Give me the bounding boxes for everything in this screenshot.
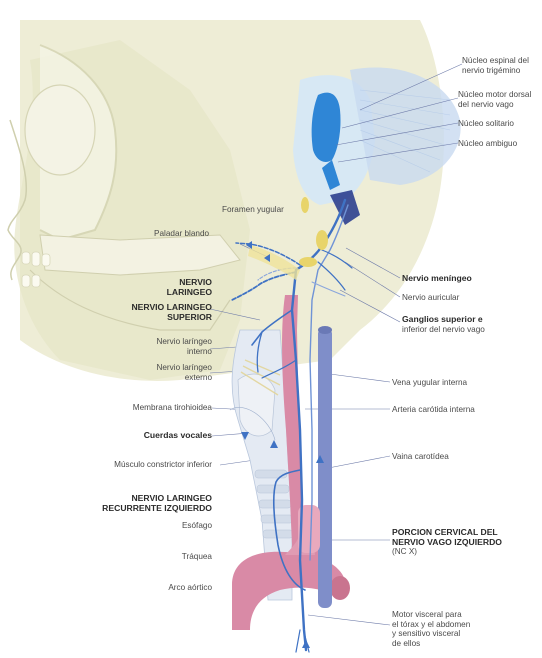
label-arteria-carotida: Arteria carótida interna bbox=[392, 405, 475, 415]
label-line: (NC X) bbox=[392, 547, 502, 557]
label-musculo-constrictor: Músculo constrictor inferior bbox=[114, 460, 212, 470]
label-line: Vena yugular interna bbox=[392, 378, 467, 388]
label-line: Esófago bbox=[182, 521, 212, 531]
label-line: Cuerdas vocales bbox=[144, 431, 212, 441]
label-foramen-yugular: Foramen yugular bbox=[222, 205, 284, 215]
label-line: interno bbox=[156, 347, 212, 357]
label-line: nervio trigémino bbox=[462, 66, 529, 76]
label-line: Tráquea bbox=[182, 552, 212, 562]
label-nucleo-ambiguo: Núcleo ambiguo bbox=[458, 139, 517, 149]
label-nervio-auricular: Nervio auricular bbox=[402, 293, 459, 303]
label-nervio-meningeo: Nervio meníngeo bbox=[402, 274, 472, 284]
label-line: RECURRENTE IZQUIERDO bbox=[102, 504, 212, 514]
label-nucleo-motor: Núcleo motor dorsal del nervio vago bbox=[458, 90, 531, 109]
label-nucleo-solitario: Núcleo solitario bbox=[458, 119, 514, 129]
label-cuerdas-vocales: Cuerdas vocales bbox=[144, 431, 212, 441]
label-line: Músculo constrictor inferior bbox=[114, 460, 212, 470]
label-nervio-laringeo-interno: Nervio laríngeo interno bbox=[156, 337, 212, 356]
label-line: Nervio laríngeo bbox=[156, 337, 212, 347]
label-line: Motor visceral para bbox=[392, 610, 470, 620]
label-line: externo bbox=[156, 373, 212, 383]
label-line: de ellos bbox=[392, 639, 470, 649]
label-esofago: Esófago bbox=[182, 521, 212, 531]
label-nervio-laringeo-superior: NERVIO LARINGEO SUPERIOR bbox=[131, 303, 212, 322]
label-nervio-laringeo: NERVIO LARINGEO bbox=[167, 278, 212, 297]
label-line: Membrana tirohioidea bbox=[133, 403, 212, 413]
label-line: Nervio laríngeo bbox=[156, 363, 212, 373]
label-porcion-cervical: PORCION CERVICAL DEL NERVIO VAGO IZQUIER… bbox=[392, 528, 502, 557]
label-line: Núcleo solitario bbox=[458, 119, 514, 129]
label-line: y sensitivo visceral bbox=[392, 629, 470, 639]
label-line: Núcleo ambiguo bbox=[458, 139, 517, 149]
label-arco-aortico: Arco aórtico bbox=[168, 583, 212, 593]
internal-jugular-vein bbox=[318, 326, 332, 608]
label-line: Nervio meníngeo bbox=[402, 274, 472, 284]
label-vaina-carotidea: Vaina carotídea bbox=[392, 452, 449, 462]
label-ganglios: Ganglios superior e inferior del nervio … bbox=[402, 315, 485, 334]
label-traquea: Tráquea bbox=[182, 552, 212, 562]
label-membrana-tirohioidea: Membrana tirohioidea bbox=[133, 403, 212, 413]
label-vena-yugular: Vena yugular interna bbox=[392, 378, 467, 388]
label-motor-visceral: Motor visceral para el tórax y el abdome… bbox=[392, 610, 470, 648]
label-line: Núcleo espinal del bbox=[462, 56, 529, 66]
label-line: Nervio auricular bbox=[402, 293, 459, 303]
label-line: Foramen yugular bbox=[222, 205, 284, 215]
label-line: inferior del nervio vago bbox=[402, 325, 485, 335]
label-line: Arteria carótida interna bbox=[392, 405, 475, 415]
label-line: Arco aórtico bbox=[168, 583, 212, 593]
label-line: del nervio vago bbox=[458, 100, 531, 110]
label-line: Ganglios superior e bbox=[402, 315, 485, 325]
label-line: SUPERIOR bbox=[131, 313, 212, 323]
label-line: LARINGEO bbox=[167, 288, 212, 298]
label-line: NERVIO VAGO IZQUIERDO bbox=[392, 538, 502, 548]
label-line: Vaina carotídea bbox=[392, 452, 449, 462]
label-line: el tórax y el abdomen bbox=[392, 620, 470, 630]
label-nucleo-espinal: Núcleo espinal del nervio trigémino bbox=[462, 56, 529, 75]
label-paladar-blando: Paladar blando bbox=[154, 229, 209, 239]
label-line: Paladar blando bbox=[154, 229, 209, 239]
label-line: Núcleo motor dorsal bbox=[458, 90, 531, 100]
label-nervio-laringeo-recurrente: NERVIO LARINGEO RECURRENTE IZQUIERDO bbox=[102, 494, 212, 513]
label-nervio-laringeo-externo: Nervio laríngeo externo bbox=[156, 363, 212, 382]
